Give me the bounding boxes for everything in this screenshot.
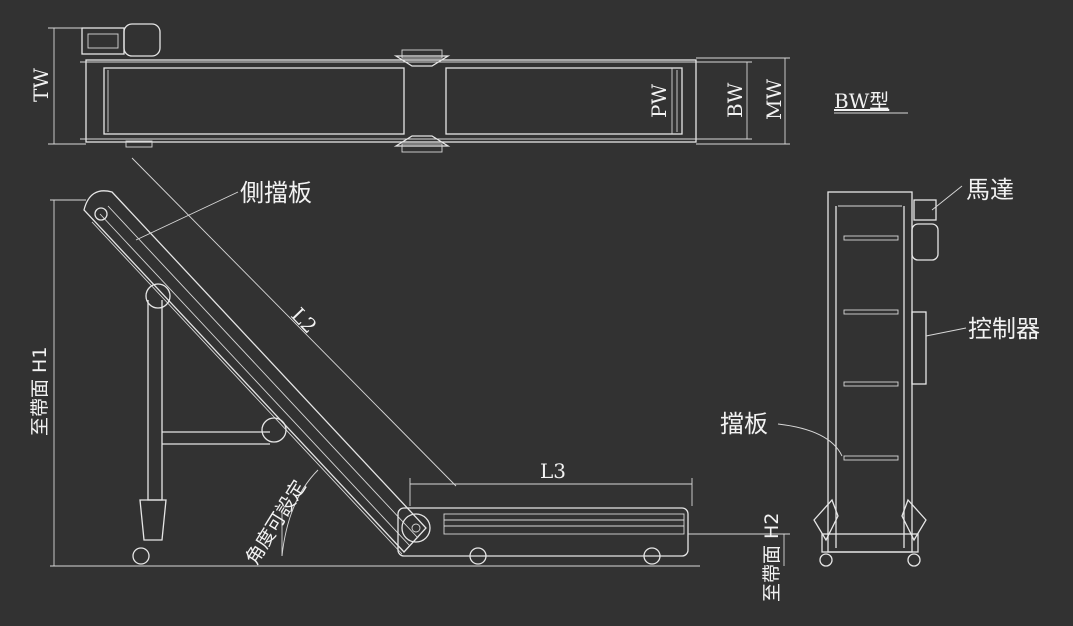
horizontal-belt-top: [443, 513, 685, 535]
end-motor-head: [911, 223, 939, 261]
flight-3: [843, 381, 899, 387]
inclined-frame: [83, 190, 427, 553]
end-leg-left: [813, 498, 839, 542]
angle-arc: [281, 469, 319, 557]
hinge-wheel-hub: [411, 523, 421, 533]
support-pivot-lower: [261, 417, 287, 443]
mw-label: MW: [762, 79, 786, 120]
flight-label: 擋板: [720, 410, 768, 438]
horizontal-frame: [397, 507, 689, 557]
end-base: [821, 533, 919, 553]
controller-label: 控制器: [968, 315, 1040, 343]
l2-label: L2: [286, 303, 321, 338]
flight-2: [843, 309, 899, 315]
hinge-wheel: [401, 513, 431, 543]
side-guard-label: 側擋板: [240, 179, 312, 207]
flight-4: [843, 455, 899, 461]
tw-label: TW: [29, 68, 53, 102]
pw-label: PW: [647, 84, 671, 118]
top-hinge-cap-lower: [401, 143, 443, 153]
top-hinge-lower: [393, 135, 451, 147]
controller-leader: [925, 327, 967, 337]
top-belt-horizontal: [445, 67, 683, 135]
model-label: BW型: [834, 89, 889, 113]
h2-label: 至帶面 H2: [761, 513, 783, 602]
top-motor-detail: [87, 33, 119, 49]
side-guard-leader: [135, 191, 239, 241]
motor-leader: [931, 185, 963, 211]
top-hinge-upper: [393, 55, 451, 67]
h1-label: 至帶面 H1: [29, 347, 51, 436]
top-motor-head: [123, 23, 161, 57]
flight-1: [843, 235, 899, 241]
caster-right: [643, 547, 661, 565]
flight-leader: [777, 423, 843, 457]
angle-label: 角度可設定: [242, 476, 311, 568]
top-frame: [85, 59, 697, 143]
bw-label: BW: [723, 82, 747, 118]
inclined-rail-3: [91, 221, 403, 555]
end-frame: [827, 191, 913, 553]
top-hinge-cap-upper: [401, 49, 443, 59]
caster-left: [132, 547, 150, 565]
l2-dim-line: [131, 157, 457, 487]
top-view: [48, 23, 790, 153]
support-foot: [139, 499, 167, 541]
head-pulley: [94, 207, 108, 221]
inclined-rail-2: [107, 205, 419, 539]
end-motor-body: [913, 199, 937, 221]
side-view: [50, 157, 790, 567]
top-belt-inclined: [103, 67, 405, 135]
top-foot: [125, 140, 153, 148]
inclined-rail-1: [99, 213, 411, 547]
end-view: [777, 185, 967, 567]
l3-label: L3: [540, 459, 566, 483]
end-controller: [911, 311, 927, 385]
support-post: [147, 300, 163, 501]
end-caster-right: [907, 553, 921, 567]
end-leg-right: [901, 498, 927, 542]
motor-label: 馬達: [966, 176, 1014, 204]
end-caster-left: [819, 553, 833, 567]
support-pivot-upper: [145, 283, 171, 309]
caster-mid: [469, 547, 487, 565]
